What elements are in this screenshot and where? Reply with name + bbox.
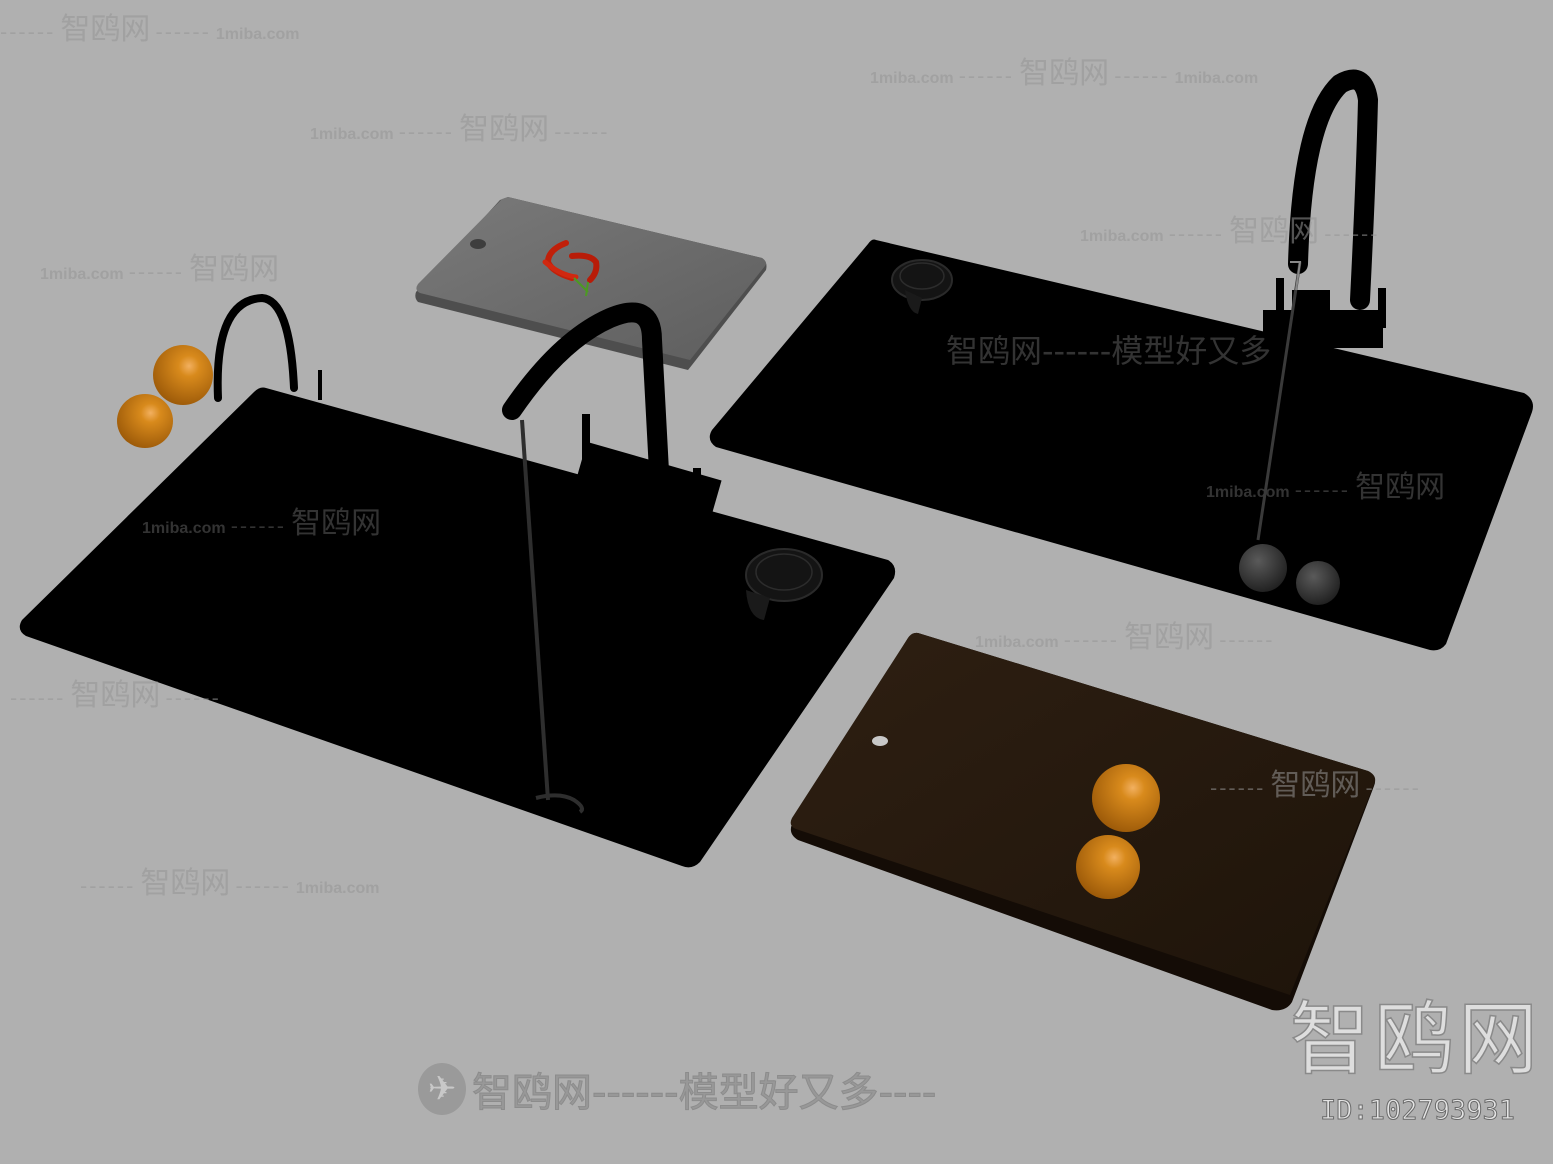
oranges-left [117, 345, 213, 448]
bottom-slogan: 智鸥网------模型好又多---- [471, 1070, 937, 1117]
oranges-on-board [1076, 764, 1160, 899]
right-sink [709, 69, 1533, 651]
left-sink [19, 293, 896, 868]
apples [1239, 544, 1340, 605]
bird-logo-icon: ✈ [418, 1063, 466, 1115]
drain-icon [745, 548, 823, 620]
left-faucet [502, 302, 722, 814]
brown-cutting-board [790, 632, 1376, 1011]
gray-cutting-board [415, 197, 767, 370]
corner-id: ID:102793931 [1319, 1095, 1516, 1127]
bottom-watermark: ✈ 智鸥网------模型好又多---- [418, 1060, 937, 1118]
drain-icon [891, 259, 953, 314]
corner-logo: 智鸥网 [1289, 993, 1542, 1086]
right-faucet [1256, 69, 1386, 541]
